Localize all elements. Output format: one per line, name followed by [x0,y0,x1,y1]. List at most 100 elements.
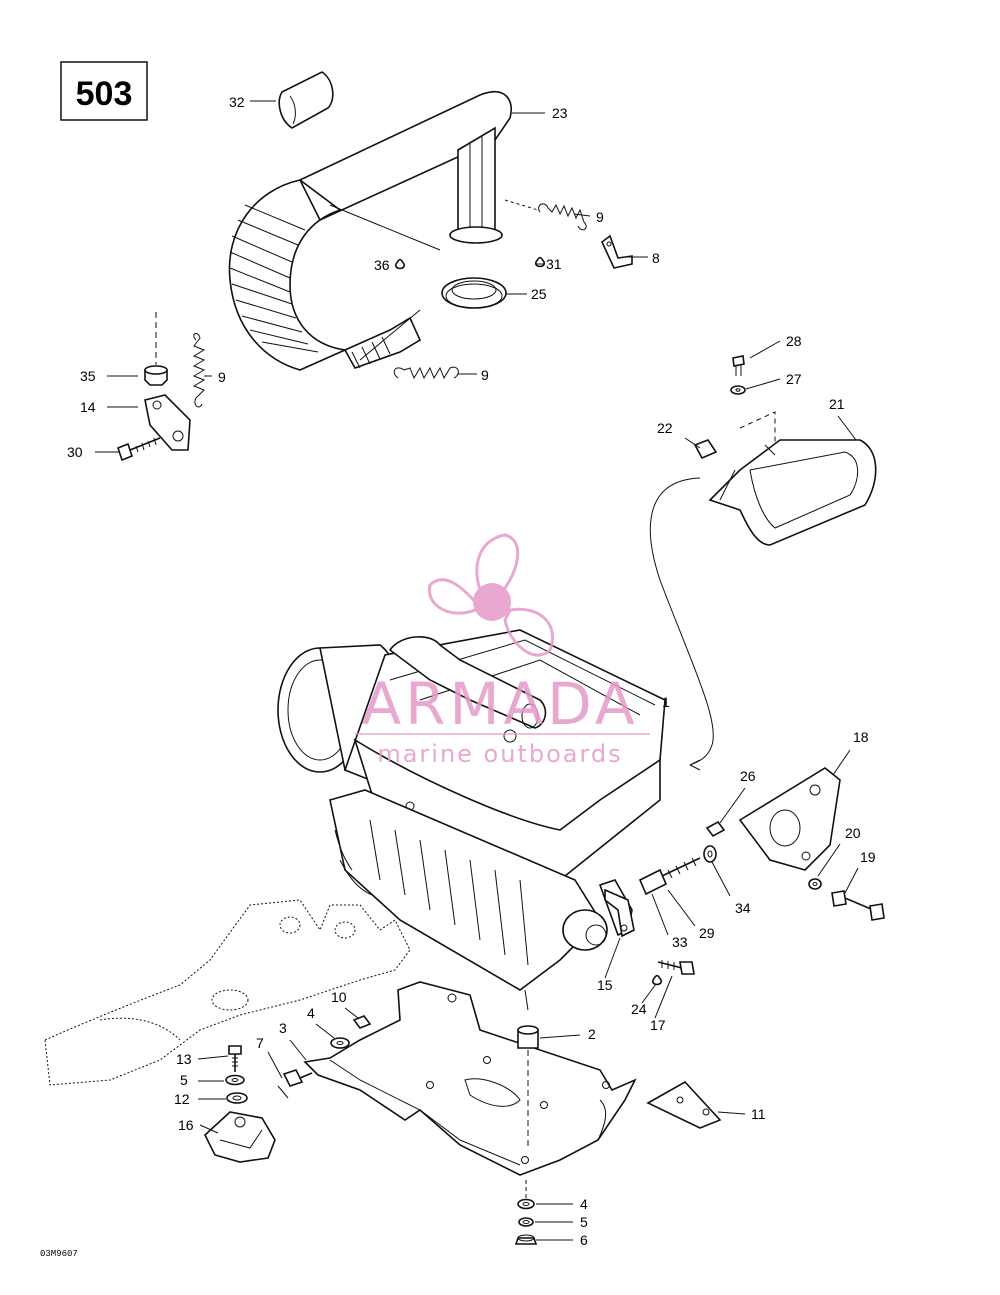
leader-line [711,861,731,897]
washer-34 [703,845,717,863]
leader-line [199,1124,219,1134]
stud-7 [277,1069,313,1099]
callout-5: 5 [180,1072,188,1088]
engine-1 [277,629,666,1011]
spacer-2 [517,1025,539,1150]
clip-22 [693,439,718,460]
callout-5: 5 [580,1214,588,1230]
leader-line [654,975,673,1019]
callout-3: 3 [279,1020,287,1036]
bracket-8 [601,234,633,269]
sealant-drop-31 [535,256,545,268]
bracket-15 [604,888,635,938]
leader-line [684,437,701,449]
callout-32: 32 [229,94,245,110]
leader-line [267,1051,283,1079]
callout-4: 4 [580,1196,588,1212]
callout-15: 15 [597,977,613,993]
page-number: 503 [76,75,133,113]
bracket-14 [144,394,191,451]
propeller-logo-icon [427,533,555,657]
callout-13: 13 [176,1051,192,1067]
spring-9-left [192,333,206,408]
callout-10: 10 [331,989,347,1005]
callout-31: 31 [546,256,562,272]
callout-21: 21 [829,396,845,412]
leader-line [651,893,669,936]
leader-line [717,1111,746,1115]
nut-26 [705,820,726,838]
leader-line [719,787,746,824]
drawing-code: 03M9607 [40,1249,78,1259]
callout-16: 16 [178,1117,194,1133]
leader-line [844,867,859,894]
callout-9: 9 [481,367,489,383]
washer-5-left [225,1074,245,1086]
bracket-18 [738,767,841,871]
page-number-box: 503 [60,61,148,121]
leader-line [197,1055,229,1060]
callout-1: 1 [662,694,670,710]
leader-line [315,1023,335,1039]
callout-28: 28 [786,333,802,349]
callout-11: 11 [751,1106,766,1122]
callout-26: 26 [740,768,756,784]
callout-2: 2 [588,1026,596,1042]
leader-line [745,378,781,390]
engine-mount-plate [303,981,637,1176]
callout-6: 6 [580,1232,588,1248]
leader-lines [95,100,859,1241]
callout-19: 19 [860,849,876,865]
callout-9: 9 [218,369,226,385]
spring-9-lower [393,366,459,380]
callout-20: 20 [845,825,861,841]
callout-33: 33 [672,934,688,950]
bracket-11 [646,1080,722,1129]
rubber-mount-35 [144,312,168,386]
bolt-30 [117,437,161,462]
leader-line [539,1034,581,1039]
seal-25 [441,277,507,309]
routing-line [649,477,714,766]
leader-line [817,843,841,877]
routing-arrow [689,759,701,771]
bolt-19 [831,890,885,921]
leader-line [573,213,591,217]
washer-4-bottom [517,1198,535,1210]
callout-18: 18 [853,729,869,745]
callout-14: 14 [80,399,96,415]
sealant-drop-36 [395,258,405,270]
bolt-17 [657,960,695,975]
callout-8: 8 [652,250,660,266]
callout-9: 9 [596,209,604,225]
mount-16 [204,1111,276,1163]
callout-24: 24 [631,1001,647,1017]
exhaust-pipe [228,91,512,371]
callout-30: 30 [67,444,83,460]
leader-line [749,340,781,359]
callout-4: 4 [307,1005,315,1021]
callout-25: 25 [531,286,547,302]
sealant-drop-24 [652,974,662,986]
callout-23: 23 [552,105,568,121]
washer-5-bottom [518,1217,534,1227]
leader-line [344,1007,359,1019]
callout-35: 35 [80,368,96,384]
leader-line [837,415,857,441]
callout-17: 17 [650,1017,666,1033]
callout-22: 22 [657,420,673,436]
exhaust-manifold-ghost [44,899,411,1086]
stud-33 [638,857,701,896]
callout-12: 12 [174,1091,190,1107]
watermark: ARMADA marine outboards [355,533,650,768]
leader-line [832,749,851,776]
screw-28 [732,355,745,376]
washer-20 [808,878,822,890]
leader-line [289,1039,307,1061]
watermark-title: ARMADA [361,670,638,738]
leader-line [667,889,696,927]
bolt-13 [228,1045,242,1072]
nut-6 [514,1234,538,1245]
